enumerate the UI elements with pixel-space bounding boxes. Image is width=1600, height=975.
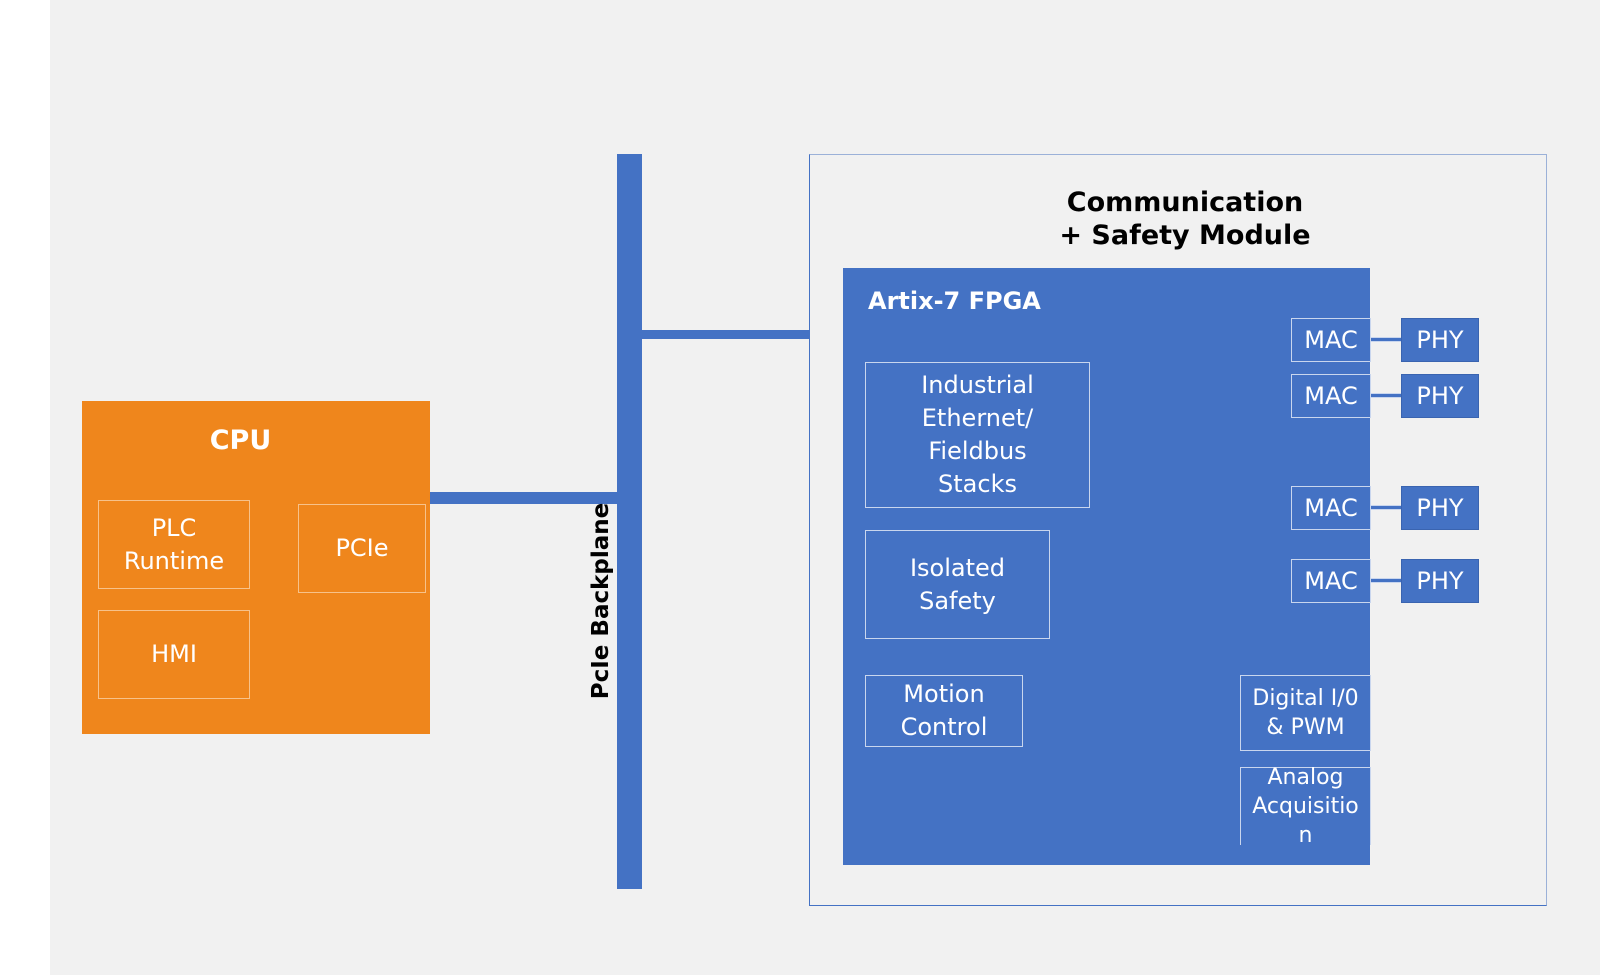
cpu-title: CPU [209,424,272,456]
phy-block-2: PHY [1401,374,1479,418]
mac-block-4: MAC [1291,559,1371,603]
cpu-to-backplane-link [430,492,617,504]
hmi-block: HMI [98,610,250,699]
fpga-block [843,268,1370,865]
ethernet-fieldbus-block: Industrial Ethernet/ Fieldbus Stacks [865,362,1090,508]
backplane-to-module-link [642,330,812,339]
cpu-block [82,401,430,734]
mac-block-1: MAC [1291,318,1371,362]
phy-block-1: PHY [1401,318,1479,362]
mac-block-2: MAC [1291,374,1371,418]
mac-phy-link-1 [1371,337,1401,342]
motion-control-block: Motion Control [865,675,1023,747]
digital-io-pwm-block: Digital I/0 & PWM [1240,675,1371,751]
mac-phy-link-2 [1371,393,1401,398]
analog-acquisition-block: Analog Acquisitio n [1240,765,1371,848]
pcie-block: PCIe [298,504,426,593]
mac-phy-link-3 [1371,505,1401,510]
plc-runtime-block: PLC Runtime [98,500,250,589]
phy-block-3: PHY [1401,486,1479,530]
isolated-safety-block: Isolated Safety [865,530,1050,639]
mac-block-3: MAC [1291,486,1371,530]
mac-phy-link-4 [1371,578,1401,583]
pcie-backplane-bus [617,154,642,889]
phy-block-4: PHY [1401,559,1479,603]
fpga-title: Artix-7 FPGA [868,287,1041,315]
module-title: Communication + Safety Module [1059,187,1311,251]
